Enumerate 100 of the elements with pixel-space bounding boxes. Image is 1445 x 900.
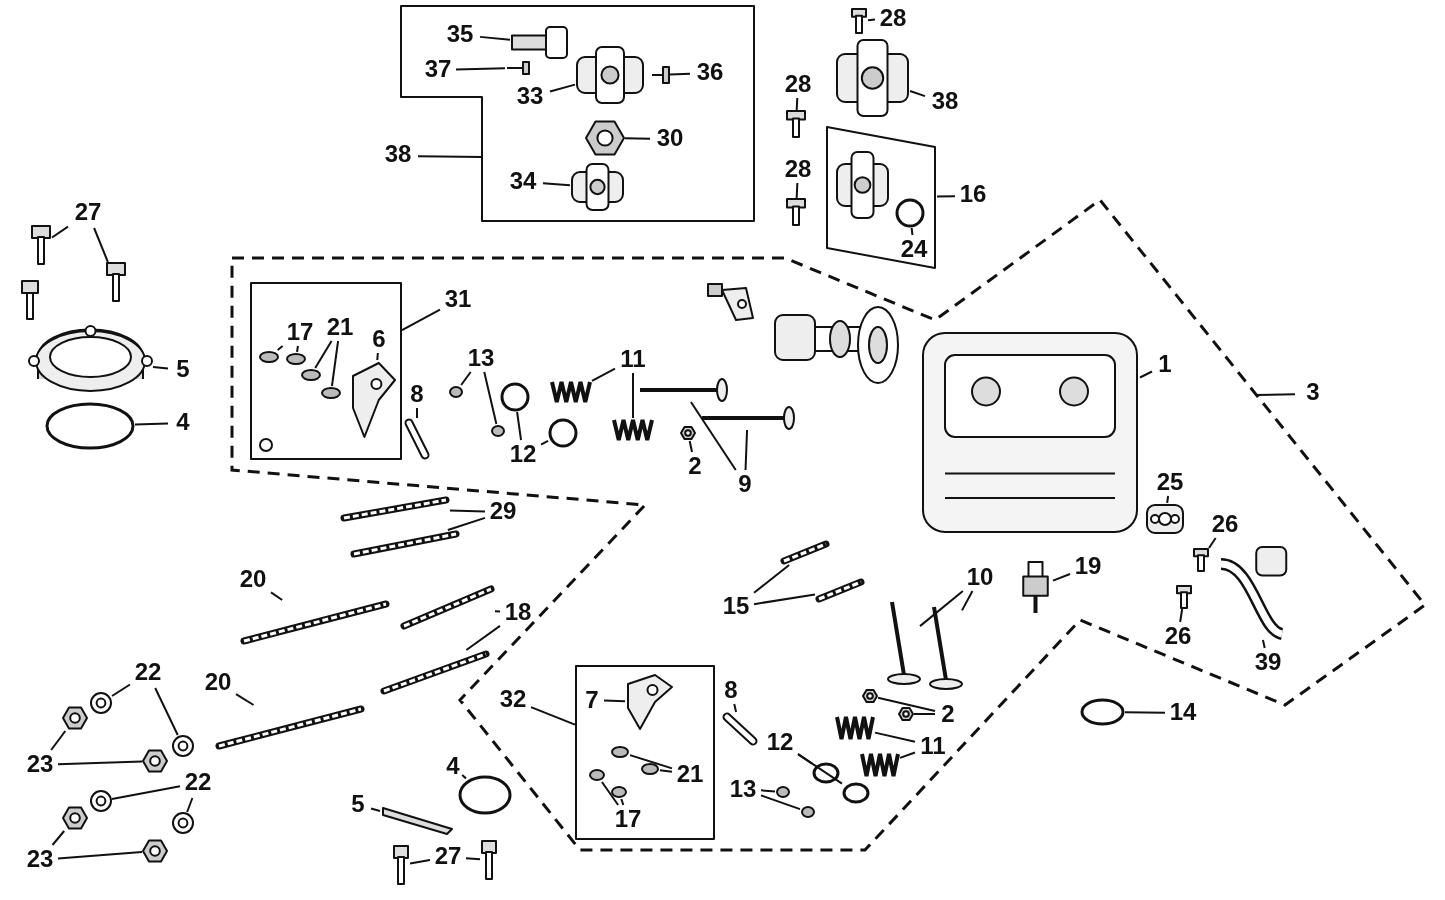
valve-keeper [640, 762, 660, 776]
bolt-drawing [1192, 548, 1210, 572]
callout-number: 26 [1207, 510, 1243, 538]
callout-number: 5 [345, 790, 371, 820]
leader-line [57, 760, 143, 766]
o-ring [548, 418, 578, 448]
valve-keeper [800, 805, 816, 819]
leader-line [688, 440, 694, 453]
leader-line [795, 182, 799, 199]
leader-line [235, 693, 255, 706]
housing-drawing [570, 162, 625, 212]
leader-line [152, 366, 169, 370]
callout-number: 24 [898, 235, 930, 263]
leader-line [624, 137, 651, 140]
nut-drawing [62, 805, 88, 831]
o-ring [895, 198, 925, 228]
leader-line [669, 72, 691, 76]
callout-number: 21 [322, 313, 358, 341]
stud-bolt-drawing [780, 540, 830, 565]
callout-number: 39 [1250, 648, 1286, 678]
o-ring [842, 782, 870, 804]
o-ring [458, 775, 512, 815]
callout-number: 8 [404, 380, 430, 408]
leader-line [632, 372, 634, 419]
callout-number: 28 [780, 70, 816, 98]
leader-line [603, 699, 626, 703]
valve-keeper [448, 385, 464, 399]
valve-keeper [300, 368, 322, 382]
stud-bolt-drawing [815, 578, 865, 603]
stud-bolt-drawing [380, 650, 490, 695]
callout-number: 22 [130, 658, 166, 688]
leader-line [1255, 393, 1296, 396]
callout-number: 17 [282, 318, 318, 346]
leader-line [549, 83, 576, 93]
callout-number: 16 [955, 180, 991, 212]
leader-line [446, 516, 486, 531]
nut-drawing [862, 688, 878, 704]
screw-drawing [505, 60, 530, 76]
bolt-drawing [105, 262, 127, 302]
leader-line [460, 371, 472, 386]
leader-line [465, 624, 501, 651]
valve-spring-drawing [835, 715, 875, 741]
callout-number: 32 [495, 685, 531, 715]
leader-line [909, 89, 926, 98]
valve-keeper [610, 785, 628, 799]
leader-line [542, 182, 571, 187]
callout-number: 3 [1295, 378, 1331, 410]
callout-number: 30 [650, 124, 690, 154]
o-ring [812, 762, 840, 784]
valve-keeper [320, 386, 342, 400]
leader-line [936, 195, 956, 198]
valve-drawing [700, 406, 795, 430]
leader-line [401, 308, 441, 332]
leader-line [1124, 711, 1166, 714]
leader-line [416, 407, 418, 419]
callout-number: 14 [1165, 698, 1201, 728]
leader-line [50, 730, 67, 751]
leader-line [961, 590, 974, 612]
stud-bolt-drawing [350, 530, 460, 558]
nut-drawing [585, 118, 625, 158]
o-ring [500, 382, 530, 412]
leader-line [1208, 537, 1217, 549]
callout-number: 31 [440, 285, 476, 315]
leader-line [111, 683, 131, 697]
housing-drawing [835, 150, 890, 220]
gasket-drawing [1145, 503, 1185, 535]
leader-line [797, 753, 843, 785]
leader-line [461, 774, 467, 780]
bolt-drawing [480, 840, 498, 880]
leader-line [659, 769, 673, 773]
nut-drawing [62, 705, 88, 731]
bolt-drawing [850, 8, 868, 34]
callout-number: 19 [1070, 552, 1106, 582]
leader-line [760, 794, 801, 811]
rocker-shaft-drawing [404, 418, 430, 460]
callout-number: 4 [168, 408, 198, 438]
rocker-shaft-drawing [722, 712, 758, 746]
leader-line [494, 610, 501, 613]
callout-number: 6 [366, 325, 392, 353]
callout-number: 23 [22, 750, 58, 780]
callout-number: 20 [200, 668, 236, 698]
callout-number: 20 [235, 565, 271, 595]
callout-number: 22 [180, 768, 216, 798]
leader-line [409, 859, 431, 865]
valve-keeper [285, 352, 307, 366]
leader-line [530, 706, 576, 726]
callout-number: 2 [682, 452, 708, 480]
screw-drawing [650, 65, 670, 85]
leader-line [330, 340, 340, 387]
leader-line [516, 411, 523, 441]
valve-spring-drawing [860, 752, 900, 778]
callout-number: 11 [915, 732, 951, 760]
callout-number: 8 [718, 676, 744, 704]
bolt-drawing [1175, 585, 1193, 609]
valve-drawing [638, 378, 728, 402]
callout-number: 25 [1152, 468, 1188, 496]
callout-number: 33 [510, 82, 550, 112]
leader-line [600, 781, 620, 806]
callout-number: 7 [580, 686, 604, 714]
valve-keeper [490, 424, 506, 438]
